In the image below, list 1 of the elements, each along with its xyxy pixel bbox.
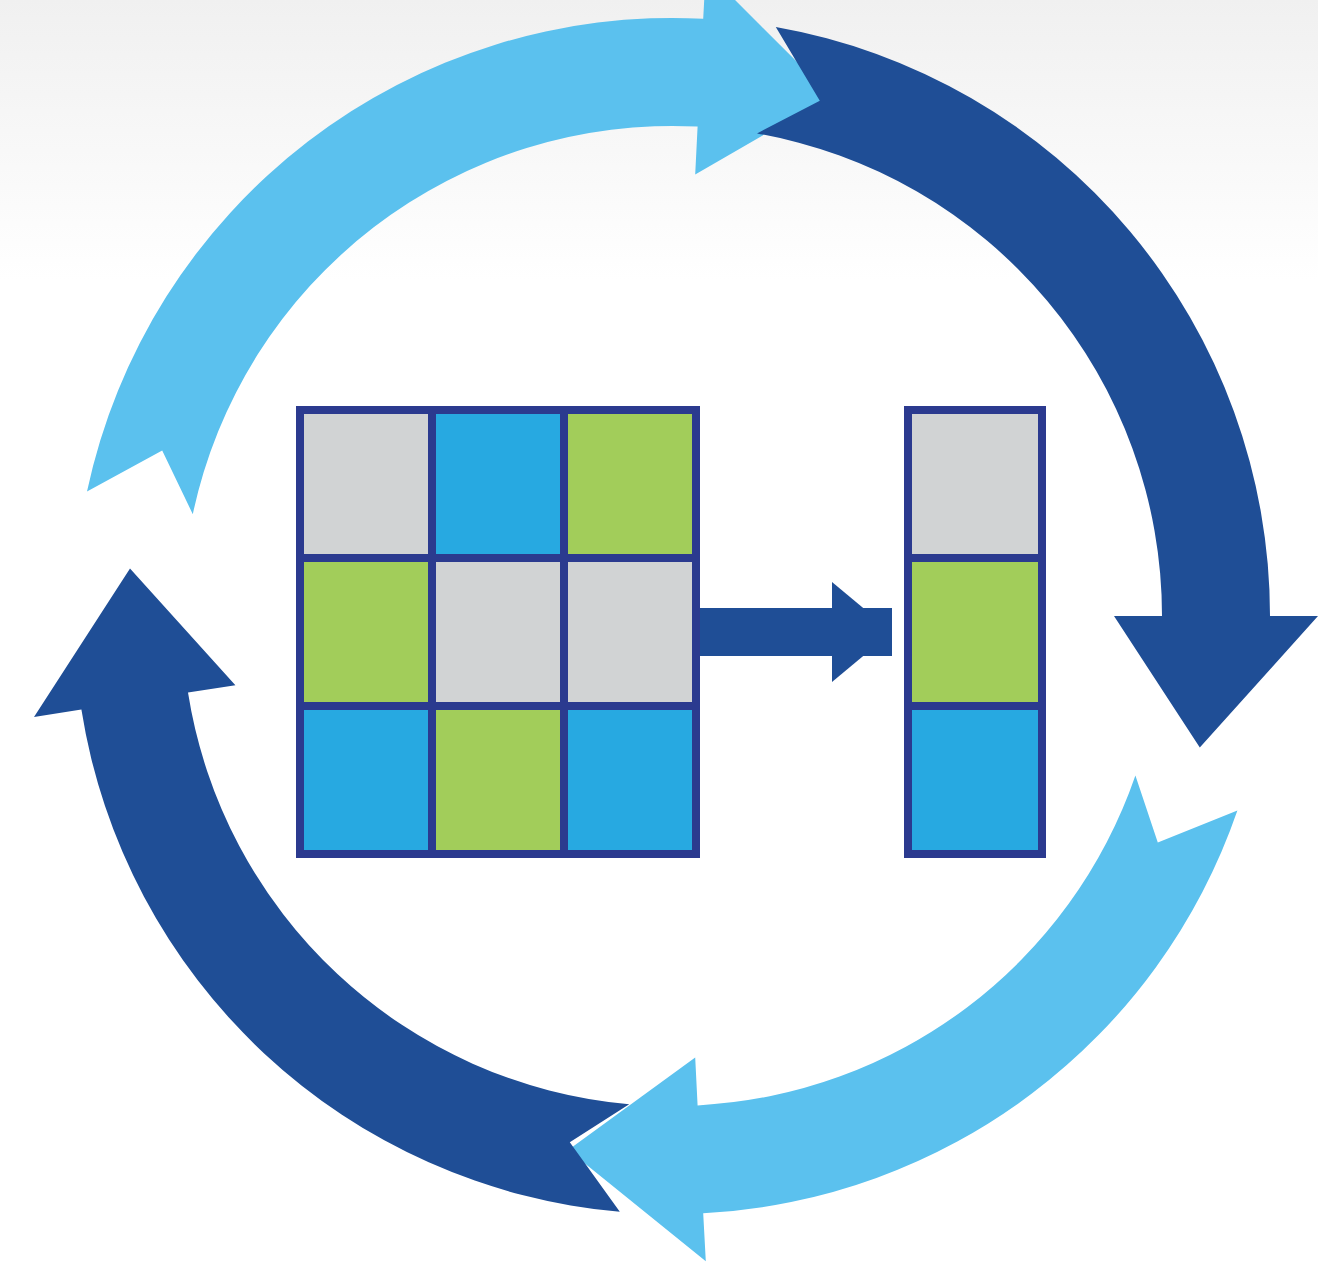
arrow [700,582,892,682]
